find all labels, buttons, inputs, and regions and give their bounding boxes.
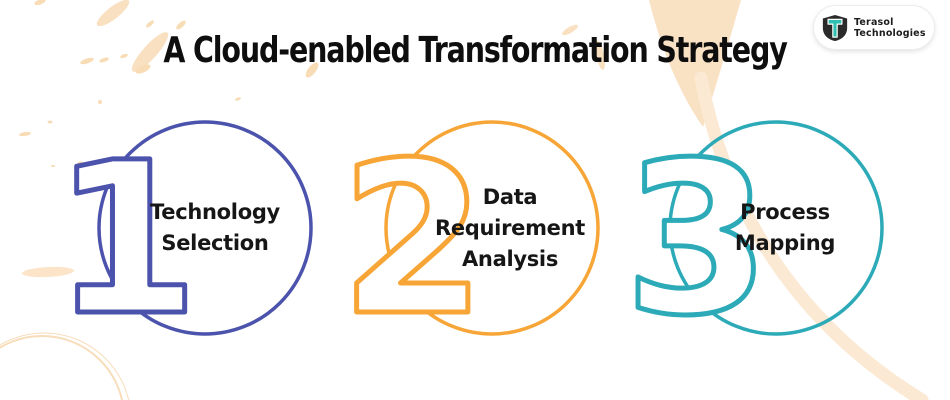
logo: Terasol Technologies bbox=[813, 5, 935, 50]
logo-text: Terasol Technologies bbox=[854, 17, 926, 39]
decor-leaf-dash bbox=[22, 266, 74, 278]
step-2-label-line-1: Data bbox=[482, 185, 538, 209]
step-1-label-line-2: Selection bbox=[161, 231, 269, 255]
page-title: A Cloud-enabled Transformation Strategy bbox=[163, 30, 787, 72]
decor-brush-stroke-2 bbox=[96, 0, 130, 27]
logo-line-1: Terasol bbox=[854, 16, 894, 28]
step-3-label-line-2: Mapping bbox=[734, 231, 836, 255]
step-3-label-line-1: Process bbox=[740, 200, 830, 224]
step-3-label: Process Mapping bbox=[685, 197, 885, 259]
step-1-label-line-1: Technology bbox=[150, 200, 280, 224]
decor-circle-outline bbox=[0, 335, 124, 400]
step-2-label-line-2: Requirement bbox=[434, 216, 585, 240]
logo-shield-icon bbox=[822, 14, 848, 41]
decor-circle-outline-2 bbox=[0, 332, 130, 400]
step-2-label-line-3: Analysis bbox=[461, 247, 559, 271]
decor-speckles bbox=[19, 0, 319, 167]
step-2-label: Data Requirement Analysis bbox=[410, 182, 610, 275]
logo-line-2: Technologies bbox=[854, 27, 926, 39]
step-1-label: Technology Selection bbox=[115, 197, 315, 259]
